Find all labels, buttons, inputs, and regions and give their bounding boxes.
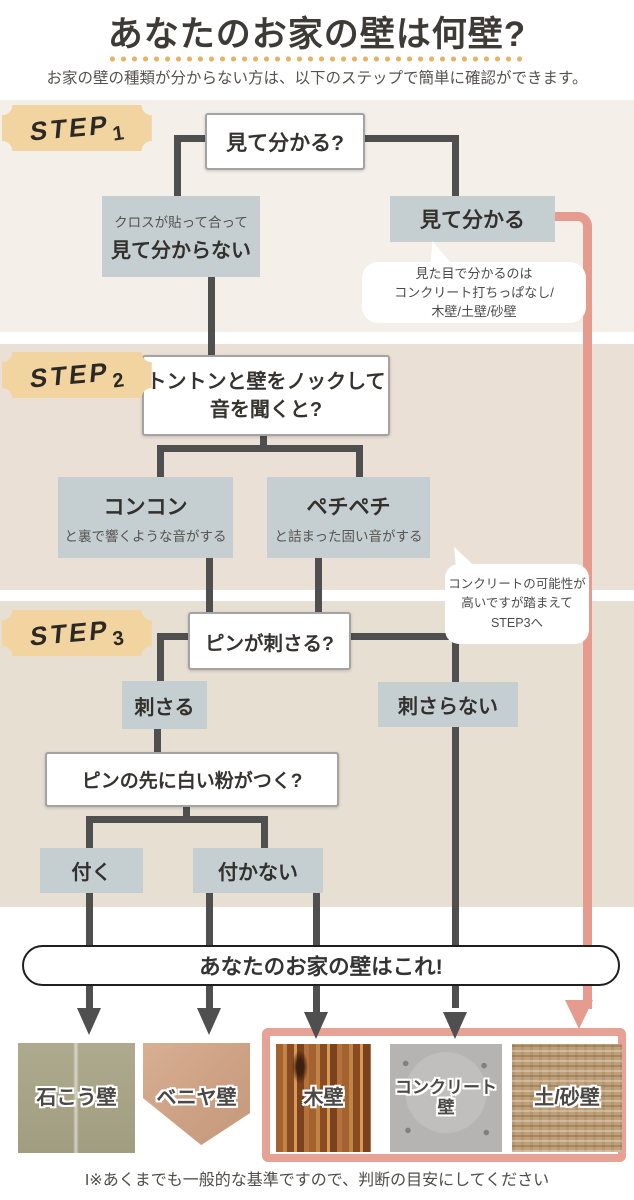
step1-bubble-line: コンクリート打ちっぱなし/	[394, 284, 554, 300]
wall-label: 石こう壁	[36, 1086, 117, 1109]
wall-label: 土/砂壁	[534, 1086, 600, 1109]
flow-connector	[157, 445, 164, 477]
step3-answer-yes-label: 刺さる	[134, 696, 195, 719]
step3-answer-nostick-box: 付かない	[193, 848, 323, 893]
flow-connector	[86, 816, 93, 848]
arrow-down-icon	[77, 1008, 101, 1035]
flow-connector	[157, 445, 363, 452]
step3-answer-stick-label: 付く	[71, 862, 112, 884]
wall-label: ベニヤ壁	[156, 1086, 237, 1109]
flow-connector	[452, 727, 459, 1008]
flow-connector	[154, 729, 161, 752]
flow-connector	[452, 633, 459, 682]
step2-bubble-line: 高いですが踏まえて	[461, 596, 573, 611]
wall-image-gypsum: 石こう壁	[18, 1043, 135, 1153]
step2-note-bubble: コンクリートの可能性が 高いですが踏まえて STEP3へ	[445, 564, 589, 644]
step1-bubble-line: 木壁/土壁/砂壁	[431, 304, 517, 320]
flow-connector	[183, 803, 190, 823]
step1-bubble-line: 見た目で分かるのは	[415, 265, 533, 281]
step3-answer-nostick-label: 付かない	[218, 862, 298, 884]
arrow-down-icon	[304, 1012, 328, 1039]
wall-image-sand: 土/砂壁	[512, 1044, 622, 1152]
step1-badge-word: STEP	[29, 108, 112, 147]
flow-connector	[358, 135, 459, 142]
step2-question-box: トントンと壁をノックして 音を聞くと?	[142, 355, 390, 436]
title-dotted-underline	[107, 55, 527, 63]
wall-label: 木壁	[303, 1086, 344, 1109]
arrow-down-icon	[197, 1008, 221, 1035]
arrow-down-icon	[443, 1012, 467, 1039]
wood-knot	[292, 1050, 308, 1084]
step2-answer-right-note: と詰まった固い音がする	[274, 528, 423, 544]
step2-question-line1: トントンと壁をノックして	[146, 370, 386, 393]
step2-badge-number: 2	[111, 368, 126, 393]
footer-disclaimer: I※あくまでも一般的な基準ですので、判断の目安にしてください	[84, 1172, 550, 1189]
step1-question-box: 見て分かる?	[205, 113, 365, 170]
step3-answer-no-label: 刺さらない	[398, 696, 498, 718]
step2-answer-left-box: コンコン と裏で響くような音がする	[58, 477, 233, 558]
wall-image-wood: 木壁	[276, 1044, 371, 1152]
flow-connector	[261, 816, 268, 848]
step2-question-line2: 音を聞くと?	[209, 398, 323, 421]
step3-badge-word: STEP	[29, 613, 112, 652]
flow-connector	[206, 558, 213, 612]
step2-badge-word: STEP	[29, 355, 112, 394]
step2-bubble-line: STEP3へ	[490, 615, 544, 630]
result-banner: あなたのお家の壁はこれ!	[22, 945, 620, 986]
step1-answer-left-note: クロスが貼って合って	[114, 214, 248, 230]
red-arrow-down-icon	[565, 1000, 593, 1029]
step1-answer-right-label: 見て分かる	[420, 209, 525, 232]
flow-connector	[356, 445, 363, 477]
flow-connector	[157, 633, 188, 640]
step3-question1-box: ピンが刺さる?	[188, 612, 351, 670]
flow-connector	[174, 135, 208, 142]
flow-connector	[452, 135, 459, 196]
step2-answer-right-box: ペチペチ と詰まった固い音がする	[267, 477, 430, 558]
step3-answer-yes-box: 刺さる	[122, 681, 207, 729]
step1-answer-right-box: 見て分かる	[390, 196, 555, 242]
flow-connector	[174, 135, 181, 196]
page-subtitle: お家の壁の種類が分からない方は、以下のステップで簡単に確認ができます。	[46, 70, 588, 87]
wall-label: コンクリート壁	[395, 1078, 497, 1117]
wall-image-plywood: ベニヤ壁	[143, 1043, 250, 1153]
step2-bubble-line: コンクリートの可能性が	[448, 576, 586, 591]
page-title: あなたのお家の壁は何壁?	[107, 15, 527, 54]
flow-connector	[208, 277, 215, 355]
step1-note-bubble: 見た目で分かるのは コンクリート打ちっぱなし/ 木壁/土壁/砂壁	[362, 262, 586, 323]
step3-badge-number: 3	[111, 626, 126, 651]
step1-badge-number: 1	[111, 121, 126, 146]
step2-answer-right-label: ペチペチ	[306, 495, 391, 519]
step3-question2-box: ピンの先に白い粉がつく?	[45, 752, 339, 807]
flow-connector	[315, 558, 322, 612]
step1-answer-left-label: 見て分からない	[111, 239, 251, 262]
step3-answer-stick-box: 付く	[40, 848, 143, 893]
wall-image-concrete: コンクリート壁	[390, 1044, 502, 1152]
step2-answer-left-label: コンコン	[103, 495, 188, 519]
flow-connector	[347, 633, 459, 640]
flow-connector	[86, 816, 268, 823]
step1-answer-left-box: クロスが貼って合って 見て分からない	[102, 196, 260, 277]
flow-connector	[157, 633, 164, 681]
step3-answer-no-box: 刺さらない	[378, 682, 518, 727]
flow-connector	[260, 432, 267, 452]
step2-answer-left-note: と裏で響くような音がする	[64, 528, 227, 544]
